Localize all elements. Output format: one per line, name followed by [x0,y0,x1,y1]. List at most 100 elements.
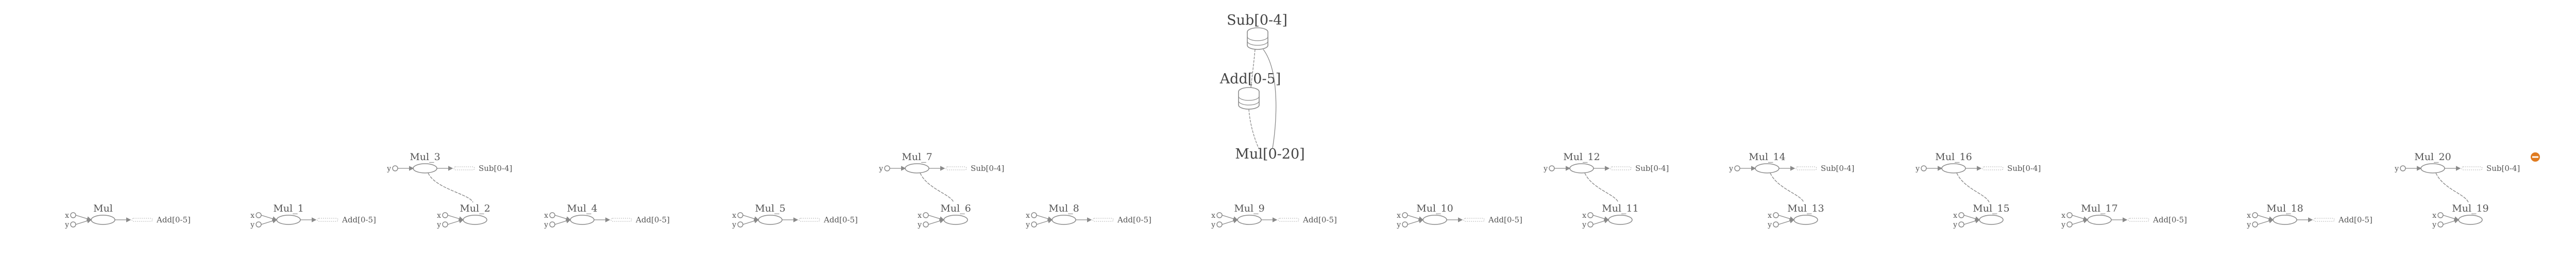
input-port[interactable] [1402,221,1408,228]
input-port[interactable] [2252,212,2258,218]
output-chip[interactable] [317,218,338,222]
output-chip[interactable] [2313,218,2335,222]
input-port[interactable] [2252,221,2258,228]
output-chip[interactable] [2461,166,2483,170]
input-port[interactable] [2400,165,2406,171]
node-ellipse[interactable] [413,163,437,173]
node-ellipse[interactable] [1793,215,1818,225]
input-port[interactable] [1587,212,1594,218]
node-ellipse[interactable] [2420,163,2445,173]
input-port[interactable] [884,165,890,171]
input-port[interactable] [923,212,929,218]
add-stack-icon[interactable] [1238,87,1260,110]
output-chip[interactable] [1982,166,2004,170]
input-port[interactable] [2437,212,2444,218]
input-port[interactable] [442,212,448,218]
output-chip[interactable] [945,166,967,170]
node-ellipse[interactable] [1608,215,1633,225]
output-chip[interactable] [1795,166,1817,170]
node-ellipse[interactable] [2458,215,2483,225]
minus-circle-icon[interactable] [2531,152,2540,162]
input-port[interactable] [549,212,555,218]
input-port[interactable] [1958,212,1964,218]
input-port[interactable] [392,165,398,171]
mul-node[interactable]: Mul_2xy [436,203,490,229]
input-port[interactable] [1216,212,1223,218]
input-port[interactable] [1402,212,1408,218]
node-ellipse[interactable] [758,215,783,225]
node-ellipse[interactable] [1237,215,1262,225]
node-ellipse[interactable] [2273,215,2297,225]
input-port[interactable] [256,221,262,228]
node-ellipse[interactable] [1422,215,1447,225]
input-port[interactable] [923,221,929,228]
input-port[interactable] [737,221,743,228]
input-port[interactable] [70,212,76,218]
input-port[interactable] [549,221,555,228]
input-port[interactable] [1216,221,1223,228]
node-title: Mul_6 [940,203,971,214]
output-chip[interactable] [2128,218,2149,222]
output-chip[interactable] [611,218,632,222]
node-ellipse[interactable] [905,163,929,173]
output-chip[interactable] [1278,218,1299,222]
node-ellipse[interactable] [570,215,595,225]
input-port[interactable] [442,221,448,228]
input-port[interactable] [737,212,743,218]
input-port[interactable] [1031,221,1037,228]
output-chip[interactable] [453,166,475,170]
output-chip[interactable] [131,218,153,222]
input-port-label: y [2246,221,2251,229]
input-port[interactable] [256,212,262,218]
mul-node[interactable]: Mul_6xy [917,203,971,229]
input-edge [2257,218,2274,225]
output-chip[interactable] [1610,166,1632,170]
node-ellipse[interactable] [463,215,487,225]
input-port[interactable] [2066,212,2073,218]
node-ellipse[interactable] [943,215,968,225]
input-port[interactable] [70,221,76,228]
node-ellipse[interactable] [1569,163,1594,173]
input-port[interactable] [1921,165,1927,171]
output-chip[interactable] [1463,218,1485,222]
input-port[interactable] [1734,165,1740,171]
input-port[interactable] [1549,165,1555,171]
node-ellipse[interactable] [1941,163,1966,173]
input-port[interactable] [1958,221,1964,228]
input-port[interactable] [2066,221,2073,228]
input-port[interactable] [2437,221,2444,228]
sub-stack-icon[interactable] [1247,27,1268,50]
input-port[interactable] [1773,221,1779,228]
output-chip[interactable] [1092,218,1114,222]
input-port[interactable] [1031,212,1037,218]
node-ellipse[interactable] [2087,215,2112,225]
node-ellipse[interactable] [276,215,301,225]
input-port[interactable] [1587,221,1594,228]
node-ellipse[interactable] [91,215,115,225]
node-ellipse[interactable] [1052,215,1076,225]
input-port[interactable] [1773,212,1779,218]
node-ellipse[interactable] [1755,163,1780,173]
node-ellipse[interactable] [1979,215,2004,225]
output-chip[interactable] [799,218,820,222]
